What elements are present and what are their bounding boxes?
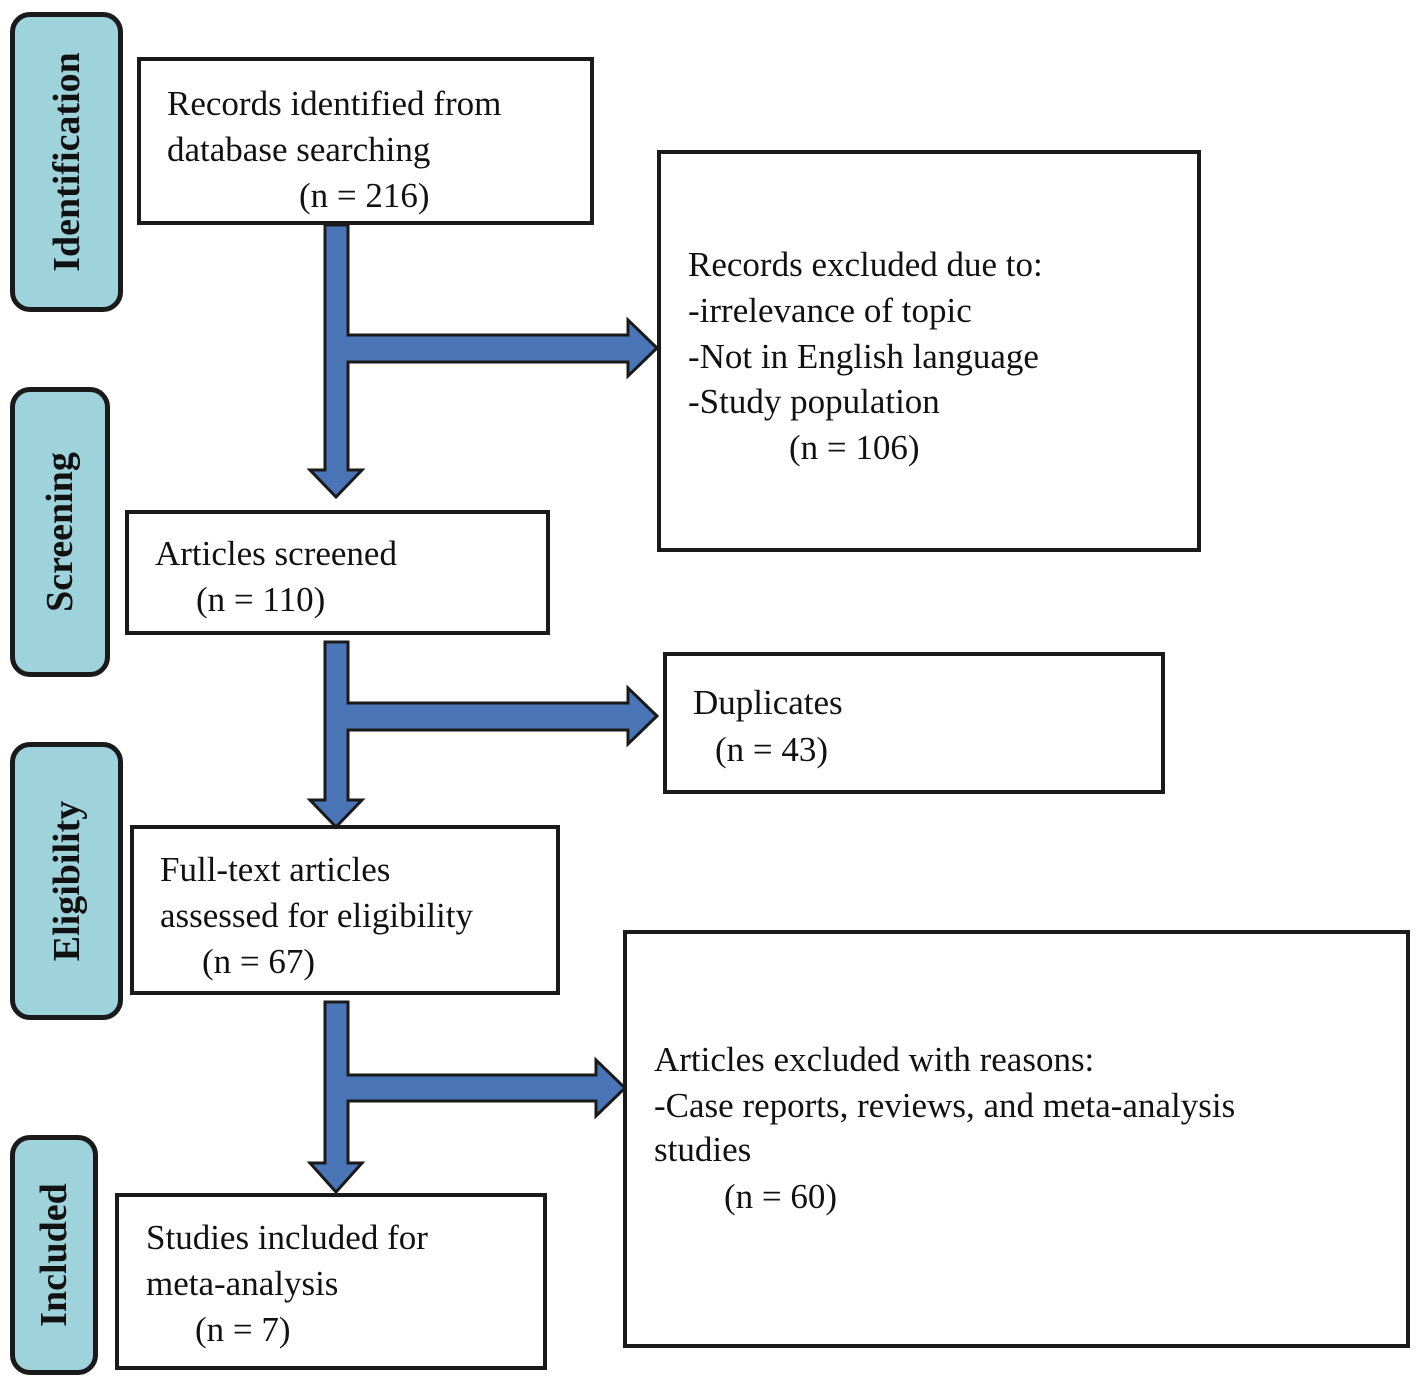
records-excluded-line2: -irrelevance of topic — [688, 291, 972, 330]
records-identified-line1: Records identified from — [167, 84, 502, 123]
studies-included-count: (n = 7) — [195, 1310, 291, 1349]
duplicates-line1: Duplicates — [693, 683, 843, 722]
records-identified-line2: database searching — [167, 130, 431, 169]
articles-excluded-line1: Articles excluded with reasons: — [654, 1040, 1095, 1079]
box-duplicates: Duplicates (n = 43) — [663, 652, 1165, 794]
box-studies-included: Studies included for meta-analysis (n = … — [115, 1193, 547, 1370]
flow-arrow-fulltext-to-included — [306, 1000, 628, 1195]
records-excluded-line1: Records excluded due to: — [688, 245, 1043, 284]
studies-included-line2: meta-analysis — [146, 1264, 339, 1303]
duplicates-count: (n = 43) — [715, 730, 829, 769]
articles-screened-count: (n = 110) — [196, 580, 326, 619]
box-full-text-articles: Full-text articles assessed for eligibil… — [130, 825, 560, 995]
stage-tab-identification: Identification — [10, 12, 123, 312]
box-articles-screened: Articles screened (n = 110) — [125, 510, 550, 635]
studies-included-line1: Studies included for — [146, 1218, 428, 1257]
full-text-line2: assessed for eligibility — [160, 896, 474, 935]
articles-excluded-count: (n = 60) — [724, 1177, 838, 1216]
articles-screened-line1: Articles screened — [155, 534, 397, 573]
stage-tab-eligibility: Eligibility — [10, 742, 123, 1020]
articles-excluded-line3: studies — [654, 1130, 752, 1169]
articles-excluded-line2: -Case reports, reviews, and meta-analysi… — [654, 1086, 1236, 1125]
flow-arrow-identified-to-screened — [306, 223, 660, 500]
records-excluded-line3: -Not in English language — [688, 337, 1039, 376]
box-articles-excluded: Articles excluded with reasons: -Case re… — [623, 930, 1410, 1348]
records-identified-count: (n = 216) — [299, 176, 430, 215]
records-excluded-line4: -Study population — [688, 382, 940, 421]
box-records-excluded: Records excluded due to: -irrelevance of… — [657, 150, 1201, 552]
full-text-count: (n = 67) — [202, 942, 316, 981]
records-excluded-count: (n = 106) — [789, 428, 920, 467]
stage-tab-included: Included — [10, 1135, 98, 1375]
full-text-line1: Full-text articles — [160, 850, 391, 889]
stage-tab-screening: Screening — [10, 387, 110, 677]
box-records-identified: Records identified from database searchi… — [137, 57, 594, 225]
flow-arrow-screened-to-fulltext — [306, 640, 660, 830]
